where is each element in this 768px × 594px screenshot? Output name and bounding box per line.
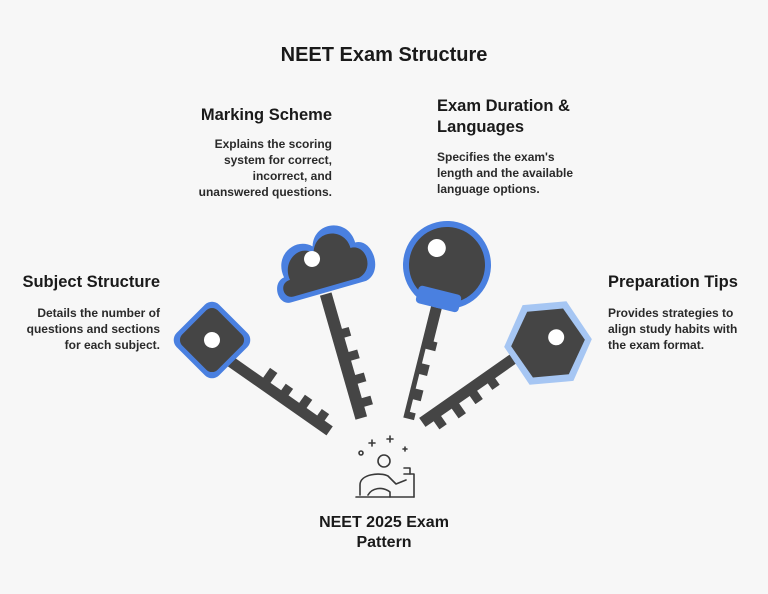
person-at-desk-icon [355, 435, 415, 498]
subject-structure-heading: Subject Structure [22, 273, 160, 291]
subject-structure-key [173, 301, 337, 440]
preparation-tips-description: Provides strategies to align study habit… [608, 306, 738, 352]
preparation-tips-heading: Preparation Tips [608, 273, 738, 291]
marking-scheme-heading: Marking Scheme [200, 106, 332, 124]
key-hole-icon [304, 250, 321, 267]
diagram-title: NEET Exam Structure [280, 44, 488, 66]
key-hole-icon [548, 329, 565, 346]
preparation-tips-key [415, 301, 592, 434]
key-hole-icon [204, 332, 220, 348]
marking-scheme-description: Explains the scoring system for correct,… [198, 137, 332, 199]
exam-duration-description: Specifies the exam's length and the avai… [437, 150, 574, 196]
center-label: NEET 2025 Exam Pattern [319, 514, 449, 551]
marking-scheme-key [277, 225, 377, 424]
subject-structure-description: Details the number of questions and sect… [26, 306, 160, 352]
exam-duration-key [399, 221, 491, 424]
key-hole-icon [427, 239, 446, 258]
exam-duration-heading: Exam Duration & Languages [437, 97, 570, 136]
